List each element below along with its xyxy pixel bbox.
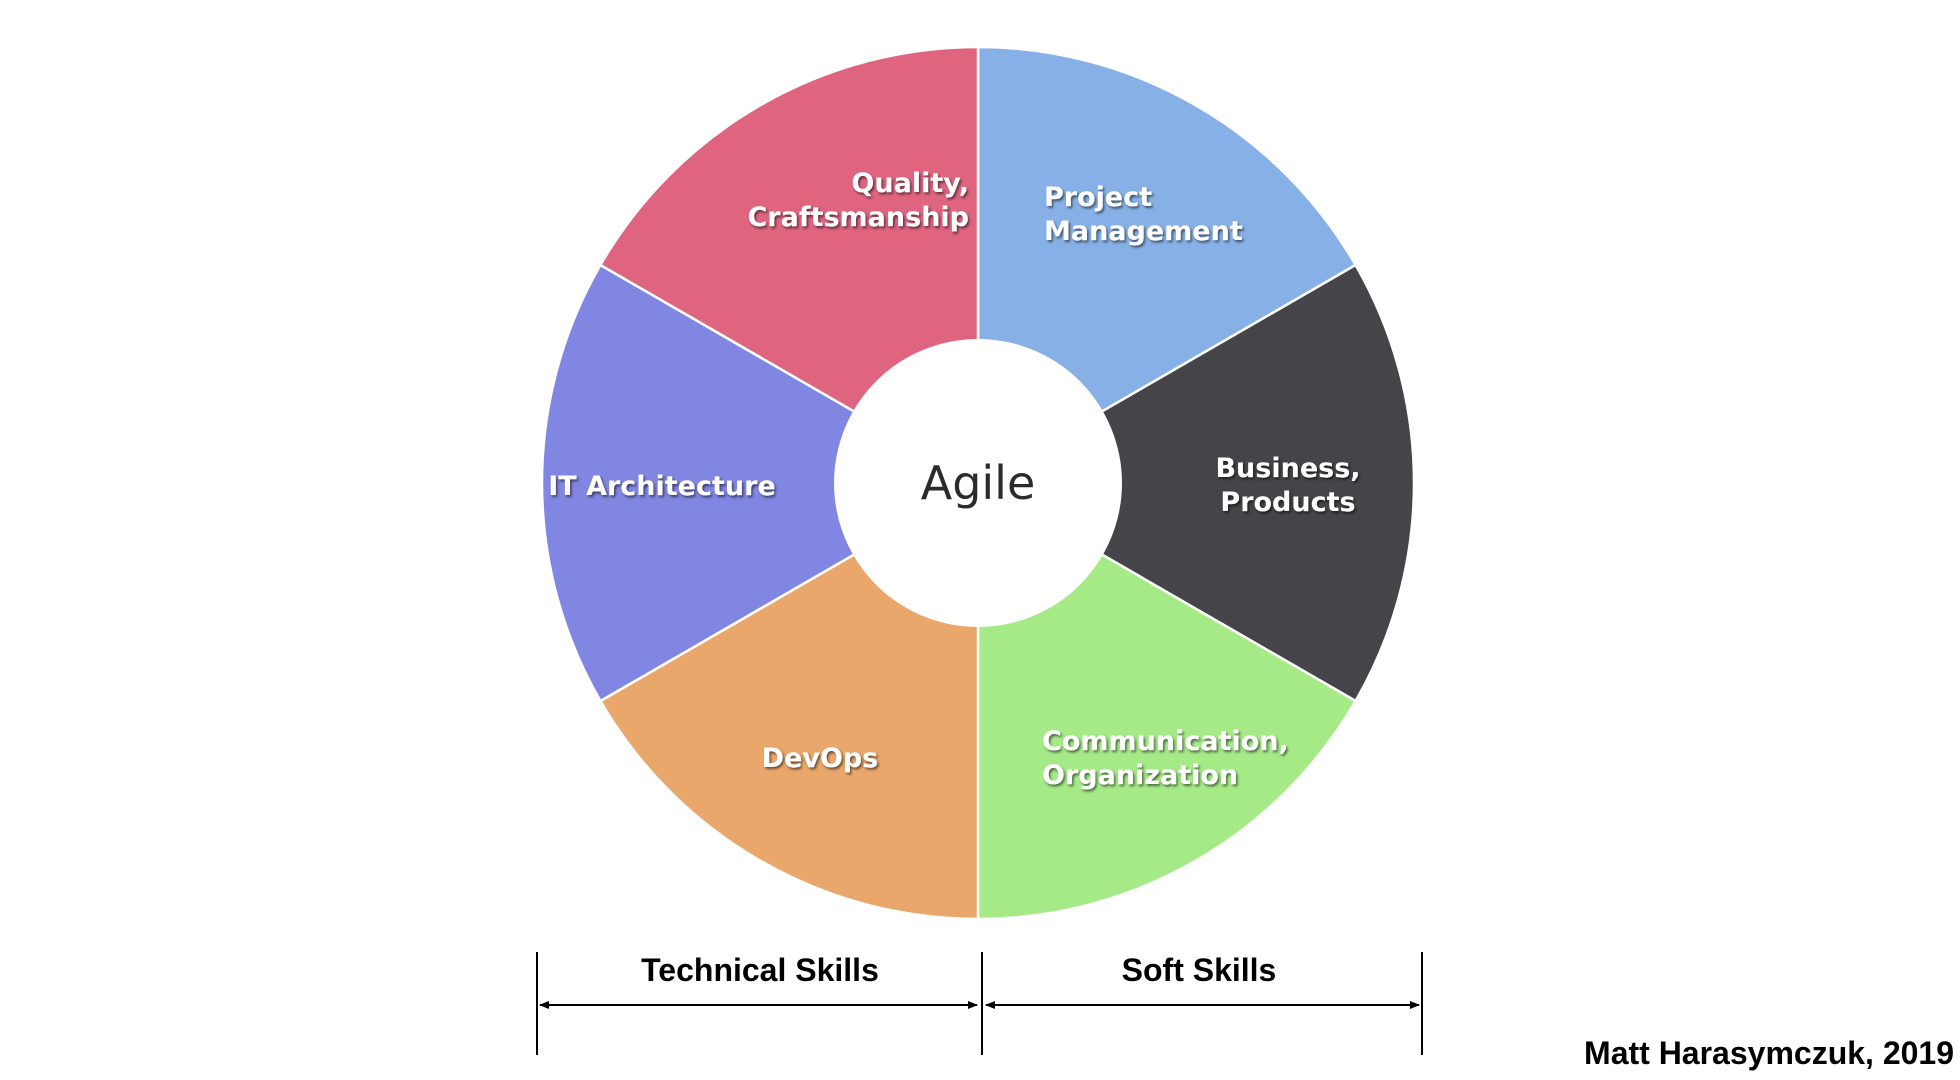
label-communication-organization-line: Communication,: [1042, 726, 1289, 757]
label-project-management-line: Management: [1044, 216, 1243, 247]
label-communication-organization-line: Organization: [1042, 760, 1238, 791]
label-communication-organization: Communication,Organization: [1042, 726, 1289, 791]
label-it-architecture-line: IT Architecture: [548, 471, 776, 502]
label-business-products-line: Products: [1220, 487, 1355, 518]
segment-business-products: [975, 263, 1416, 703]
segment-project-management: [976, 45, 1358, 486]
label-devops-line: DevOps: [762, 743, 879, 774]
segment-quality-craftsmanship: [598, 45, 980, 486]
label-project-management-line: Project: [1044, 182, 1152, 213]
label-quality-craftsmanship: Quality,Craftsmanship: [747, 168, 969, 233]
label-devops: DevOps: [762, 743, 879, 774]
technical-skills-label: Technical Skills: [641, 952, 879, 988]
soft-skills-bracket: Soft Skills: [985, 952, 1423, 1055]
technical-skills-bracket: Technical Skills: [536, 952, 978, 1055]
agile-center-label: Agile: [921, 456, 1036, 510]
author-credit: Matt Harasymczuk, 2019: [1584, 1035, 1954, 1071]
segment-devops: [598, 480, 980, 921]
label-quality-craftsmanship-line: Craftsmanship: [747, 202, 969, 233]
segment-it-architecture: [540, 263, 981, 703]
segment-communication-organization: [976, 480, 1358, 921]
label-business-products-line: Business,: [1215, 453, 1360, 484]
soft-skills-label: Soft Skills: [1122, 952, 1277, 988]
label-quality-craftsmanship-line: Quality,: [851, 168, 969, 199]
label-business-products: Business,Products: [1215, 453, 1360, 518]
agile-center-circle: [834, 339, 1122, 627]
label-it-architecture: IT Architecture: [548, 471, 776, 502]
